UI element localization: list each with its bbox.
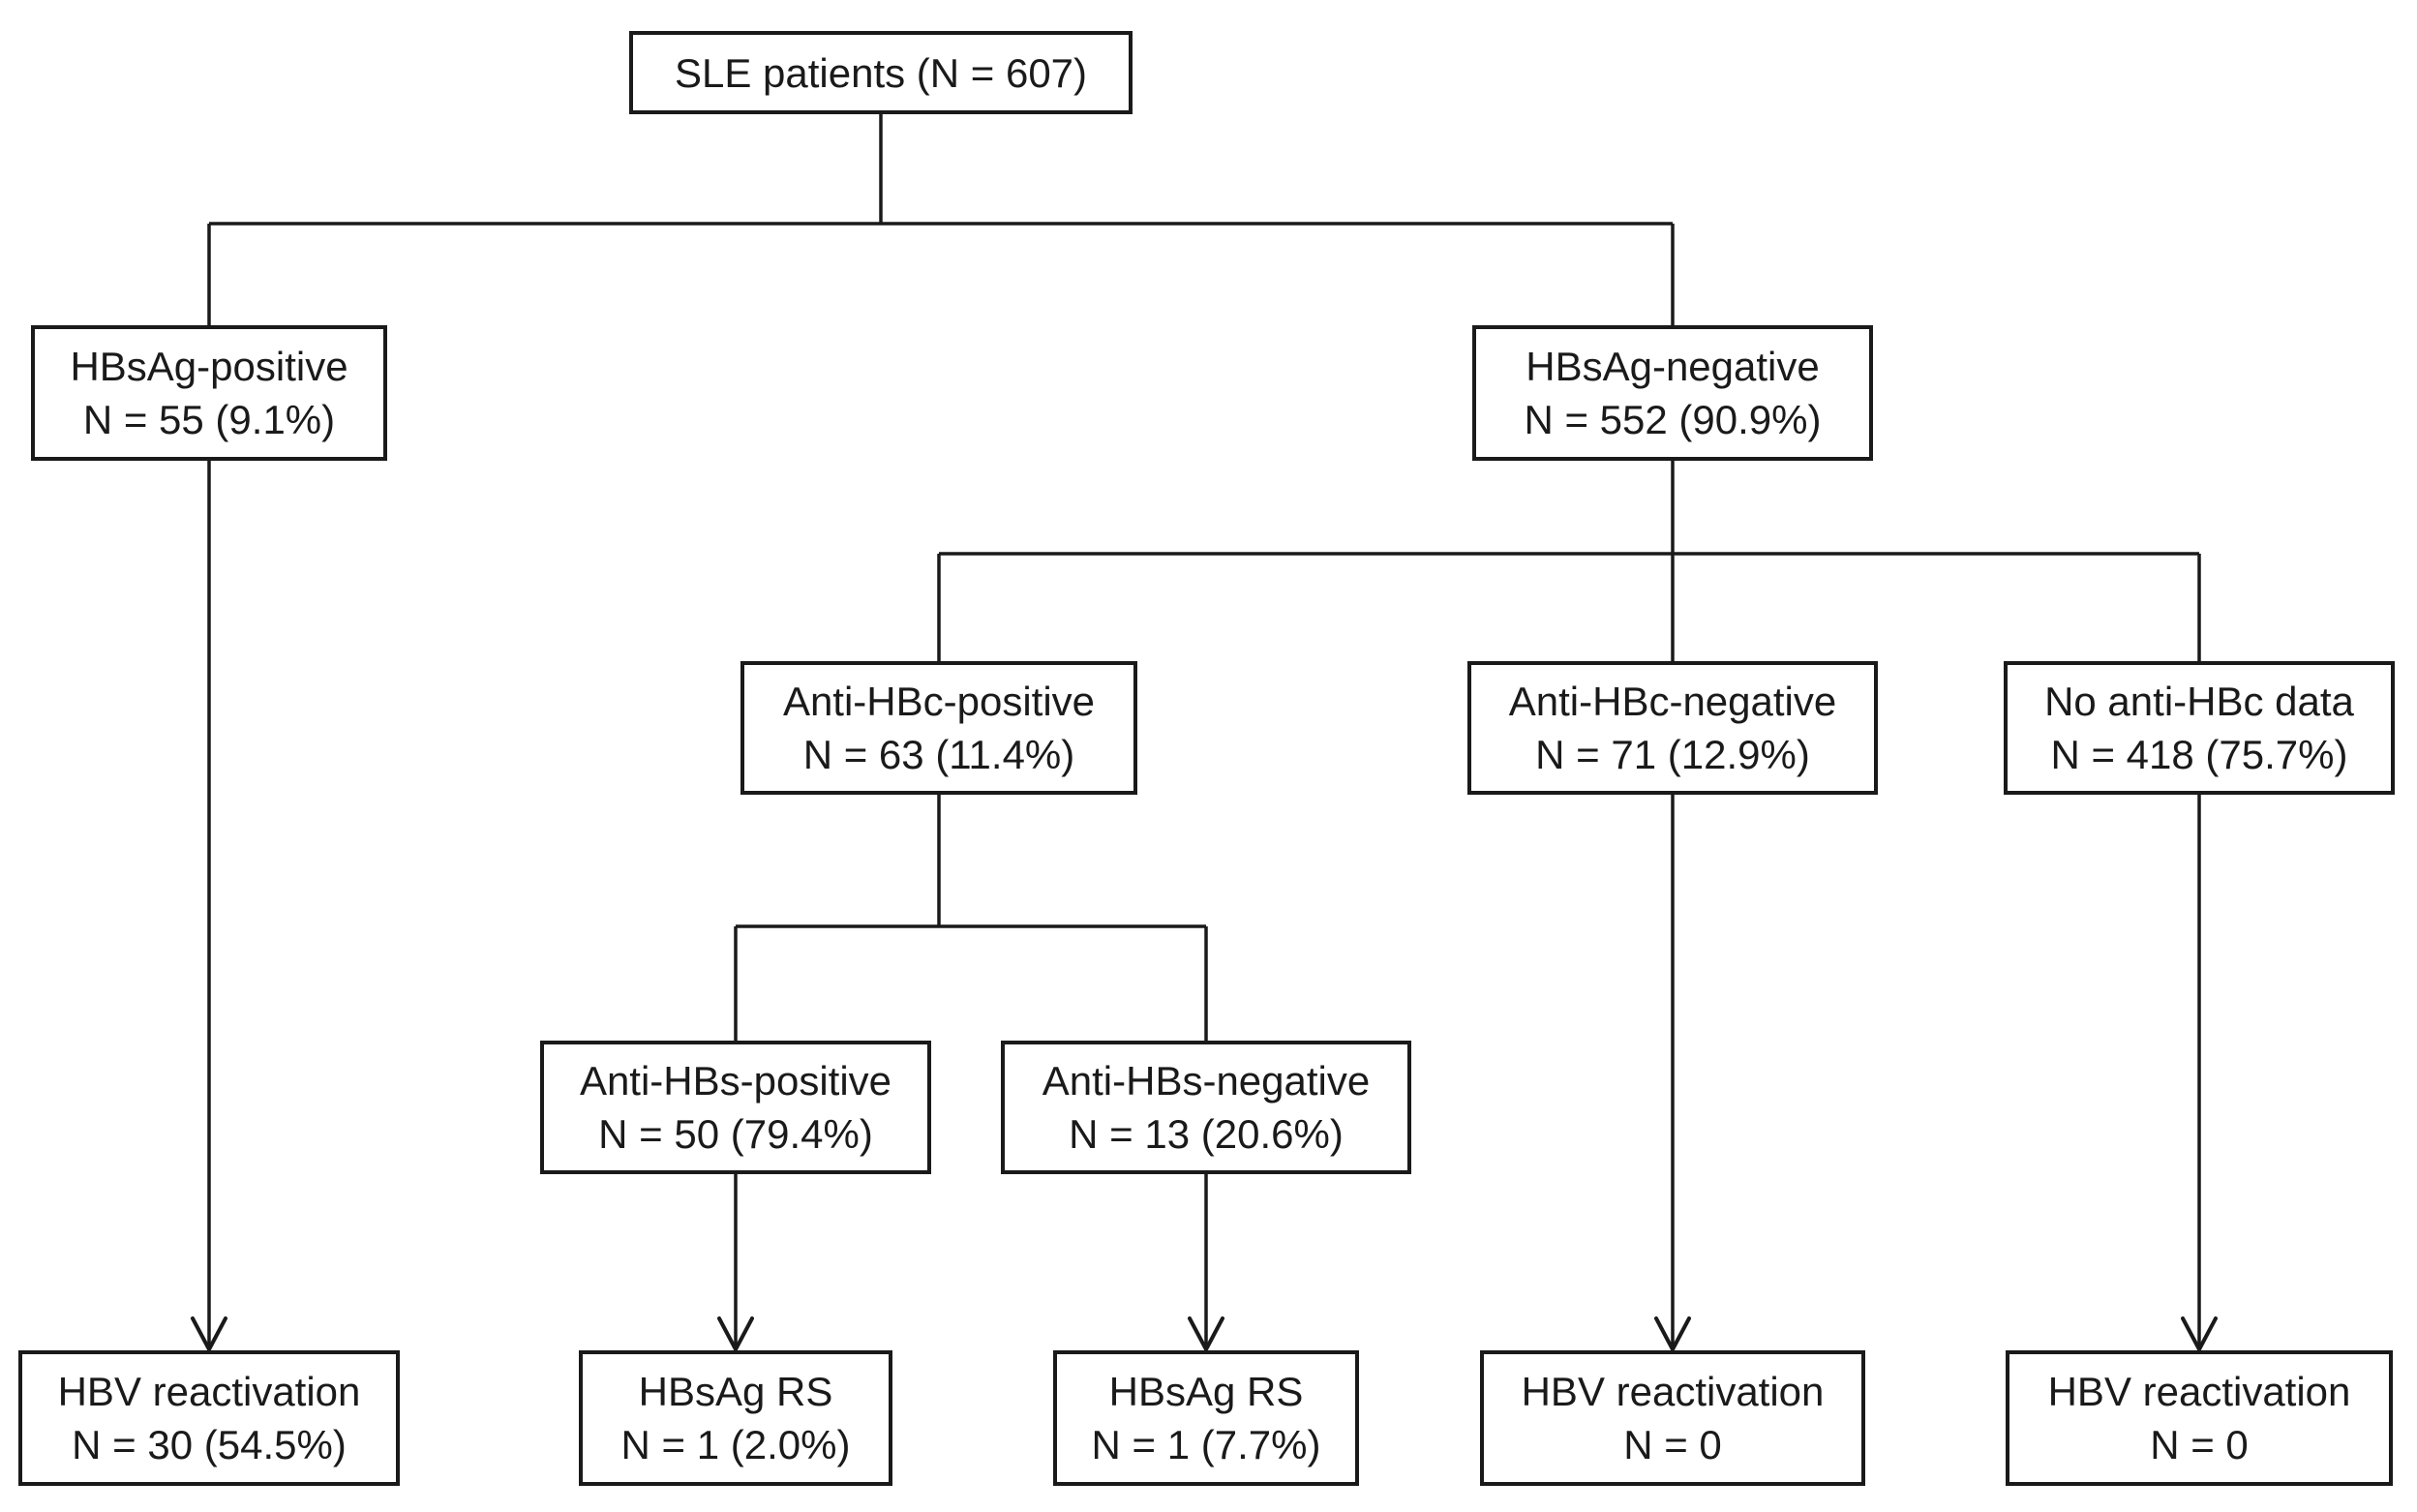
connector-sle-split	[207, 114, 1675, 325]
node-value: N = 50 (79.4%)	[598, 1111, 873, 1157]
node-value: N = 1 (7.7%)	[1091, 1422, 1321, 1467]
node-label: Anti-HBs-negative	[1042, 1058, 1371, 1104]
node-hbv-reactivation-no-anti-hbc-data: HBV reactivation N = 0	[2006, 1350, 2393, 1486]
node-label: HBsAg-negative	[1526, 344, 1820, 389]
node-value: N = 13 (20.6%)	[1069, 1111, 1344, 1157]
node-value: N = 71 (12.9%)	[1535, 732, 1810, 777]
node-label: HBV reactivation	[57, 1369, 361, 1414]
node-hbsag-positive: HBsAg-positive N = 55 (9.1%)	[31, 325, 387, 461]
node-value: N = 63 (11.4%)	[802, 732, 1075, 777]
node-label: HBsAg RS	[638, 1369, 833, 1414]
node-value: N = 1 (2.0%)	[620, 1422, 851, 1467]
node-label: SLE patients (N = 607)	[674, 49, 1088, 96]
node-label: Anti-HBc-positive	[782, 679, 1096, 724]
node-anti-hbc-negative: Anti-HBc-negative N = 71 (12.9%)	[1467, 661, 1878, 795]
node-value: N = 418 (75.7%)	[2050, 732, 2348, 777]
arrowhead-icon	[2181, 1316, 2218, 1351]
node-value: N = 55 (9.1%)	[82, 397, 336, 442]
node-hbv-reactivation-anti-hbc-negative: HBV reactivation N = 0	[1480, 1350, 1865, 1486]
node-hbv-reactivation-hbsag-positive: HBV reactivation N = 30 (54.5%)	[18, 1350, 400, 1486]
node-anti-hbc-positive: Anti-HBc-positive N = 63 (11.4%)	[740, 661, 1137, 795]
node-label: HBV reactivation	[1521, 1369, 1825, 1414]
connector-hbsag-negative-split	[937, 461, 2201, 661]
node-hbsag-rs-anti-hbs-positive: HBsAg RS N = 1 (2.0%)	[579, 1350, 892, 1486]
node-anti-hbs-negative: Anti-HBs-negative N = 13 (20.6%)	[1001, 1041, 1411, 1174]
arrowhead-icon	[717, 1316, 754, 1351]
node-label: HBV reactivation	[2047, 1369, 2351, 1414]
node-value: N = 30 (54.5%)	[72, 1422, 347, 1467]
node-label: HBsAg-positive	[70, 344, 348, 389]
node-hbsag-negative: HBsAg-negative N = 552 (90.9%)	[1472, 325, 1873, 461]
node-anti-hbs-positive: Anti-HBs-positive N = 50 (79.4%)	[540, 1041, 931, 1174]
arrowhead-icon	[1188, 1316, 1224, 1351]
connector-anti-hbc-positive-split	[734, 795, 1208, 1041]
arrowhead-icon	[1654, 1316, 1691, 1351]
node-value: N = 0	[1623, 1422, 1722, 1467]
node-label: Anti-HBc-negative	[1508, 679, 1837, 724]
node-value: N = 552 (90.9%)	[1524, 397, 1822, 442]
node-value: N = 0	[2150, 1422, 2249, 1467]
node-label: No anti-HBc data	[2044, 679, 2354, 724]
arrowhead-icon	[191, 1316, 227, 1351]
node-sle-patients: SLE patients (N = 607)	[629, 31, 1133, 114]
node-label: Anti-HBs-positive	[579, 1058, 892, 1104]
node-no-anti-hbc-data: No anti-HBc data N = 418 (75.7%)	[2004, 661, 2395, 795]
arrow-stems	[207, 461, 2201, 1346]
node-hbsag-rs-anti-hbs-negative: HBsAg RS N = 1 (7.7%)	[1053, 1350, 1359, 1486]
node-label: HBsAg RS	[1108, 1369, 1304, 1414]
